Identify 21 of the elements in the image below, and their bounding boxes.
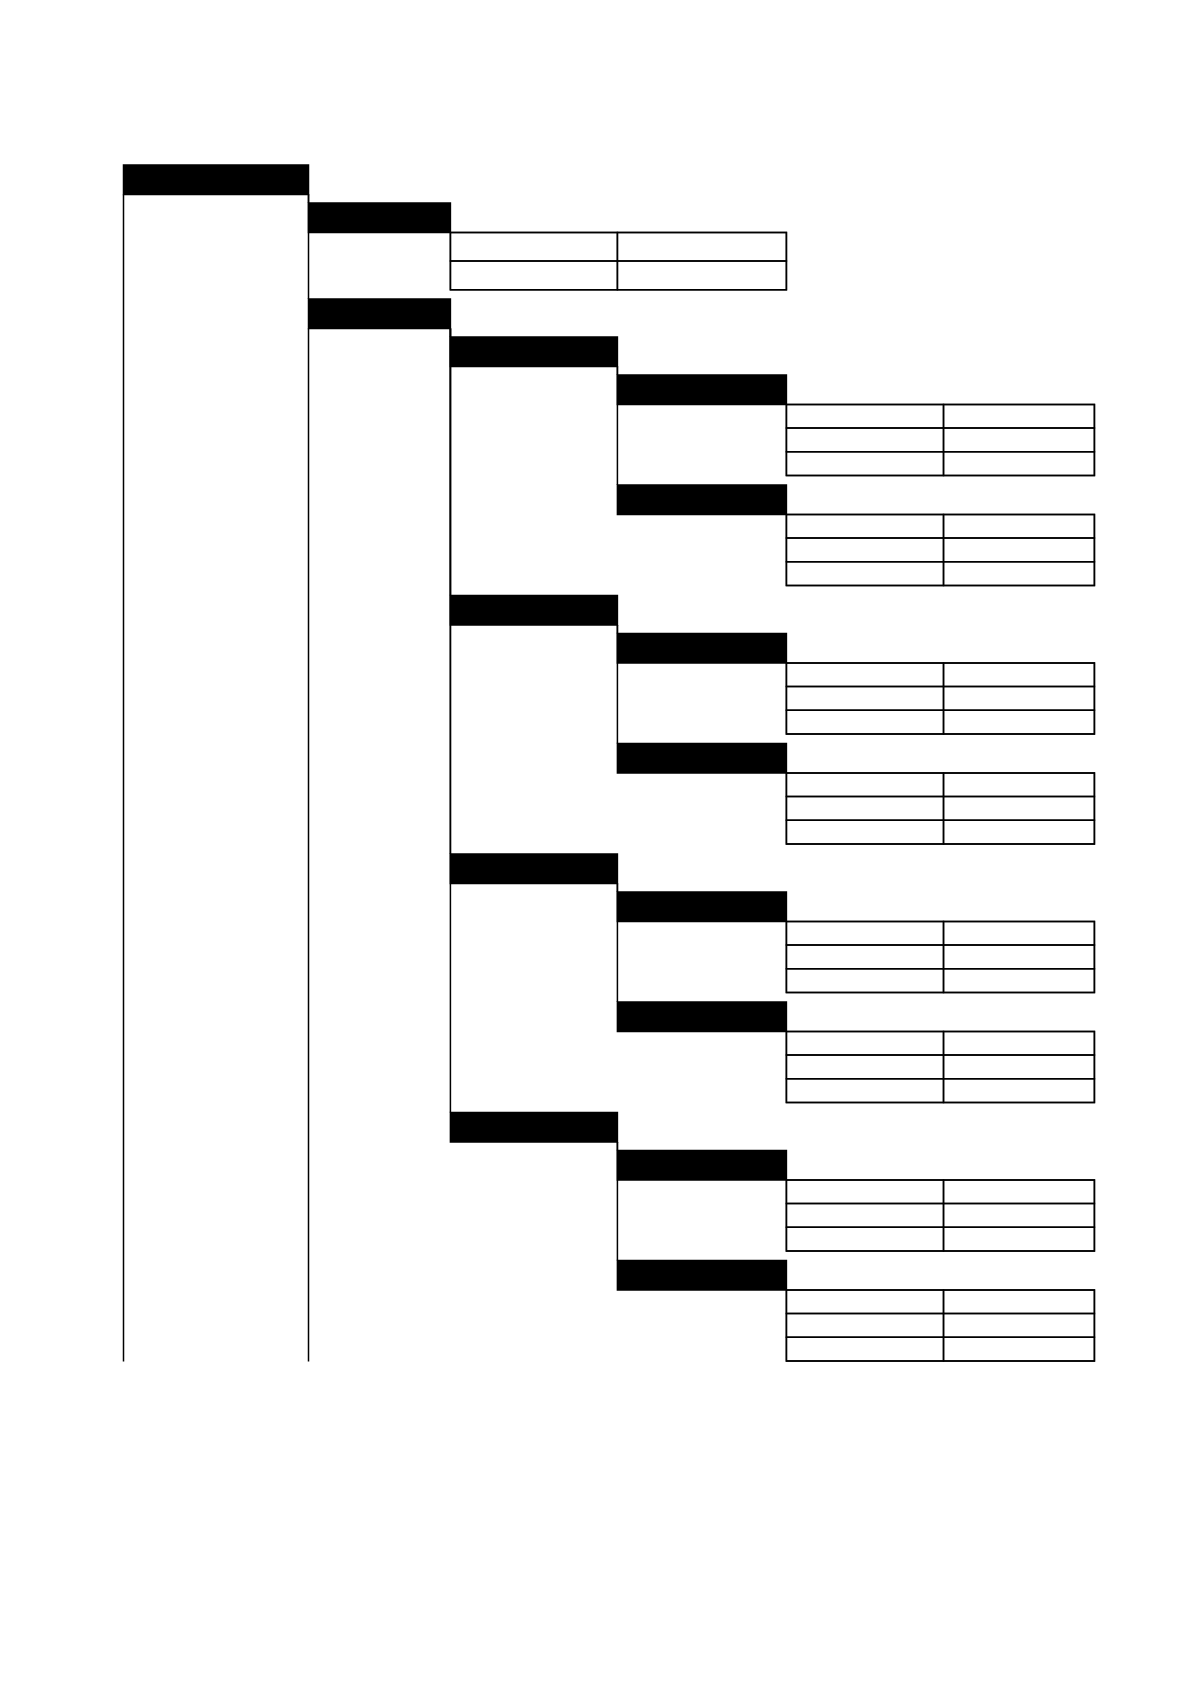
header-bar [616,632,788,664]
connector-line [449,327,452,1114]
header-bar [449,336,619,368]
header-bar [616,1001,788,1033]
connector-line [616,1141,619,1262]
header-bar [307,202,452,234]
header-bar [449,1111,619,1143]
header-bar [616,891,788,923]
header-bar [122,164,310,196]
connector-line [616,882,619,1003]
header-bar [616,374,788,406]
connector-line [307,193,310,300]
header-bar [616,1259,788,1291]
header-bar [307,298,452,330]
connector-line [616,365,619,486]
header-bar [616,742,788,774]
connector-line [616,624,619,745]
header-bar [616,484,788,516]
header-bar [449,594,619,626]
header-bar [616,1149,788,1181]
header-bar [449,853,619,885]
